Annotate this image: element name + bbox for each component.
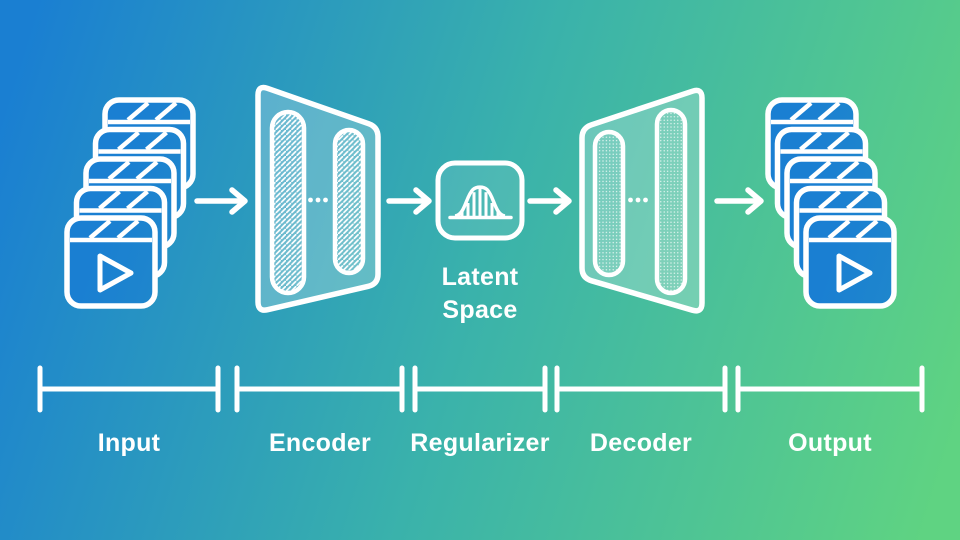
ruler-segment-output — [735, 365, 925, 413]
ellipsis-dots-icon — [308, 197, 328, 203]
arrow-decoder-to-output-icon — [714, 187, 764, 215]
ruler-segment-regularizer — [412, 365, 548, 413]
ellipsis-dots-icon — [628, 197, 648, 203]
ruler-segment-decoder — [554, 365, 728, 413]
video-card-play — [806, 218, 894, 306]
latent-space-label-line1: Latent — [441, 263, 519, 291]
arrow-latent-to-decoder-icon — [527, 187, 572, 215]
encoder-layer-bar — [332, 127, 366, 276]
latent-space-icon — [435, 160, 525, 241]
encoder-trapezoid-icon — [255, 84, 381, 313]
label-input: Input — [97, 429, 161, 457]
ruler-segment-input — [37, 365, 221, 413]
label-output: Output — [788, 429, 872, 457]
video-card-play — [67, 218, 155, 306]
latent-space-label-line2: Space — [442, 296, 518, 324]
decoder-layer-bar — [654, 107, 688, 296]
label-regularizer: Regularizer — [410, 429, 550, 457]
gaussian-distribution-icon — [448, 185, 513, 220]
label-encoder: Encoder — [268, 429, 372, 457]
decoder-layer-bar — [592, 129, 626, 278]
ruler-segment-encoder — [234, 365, 405, 413]
latent-space-label: Latent Space — [442, 261, 519, 327]
span-ruler — [37, 365, 925, 413]
encoder-layer-bar — [269, 109, 307, 296]
label-decoder: Decoder — [589, 429, 693, 457]
arrow-input-to-encoder-icon — [194, 187, 248, 215]
decoder-trapezoid-icon — [579, 87, 705, 314]
arrow-encoder-to-latent-icon — [386, 187, 432, 215]
